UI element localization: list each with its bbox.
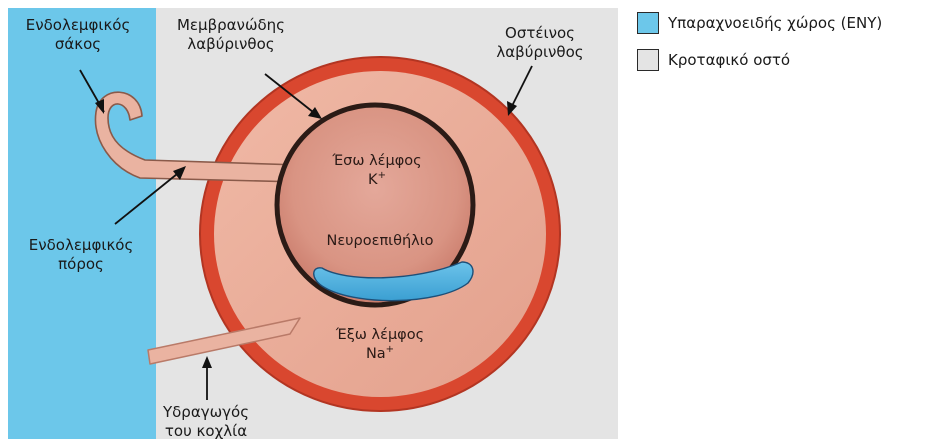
label-bony-labyrinth: Οστέινος λαβύρινθος	[488, 24, 592, 62]
legend-item-temporal-bone: Κροταφικό οστό	[637, 48, 790, 72]
legend-swatch-subarachnoid	[637, 12, 659, 34]
endolymph-ion: K+	[327, 171, 427, 191]
label-membranous-labyrinth: Μεμβρανώδης λαβύρινθος	[170, 16, 292, 54]
legend-item-subarachnoid: Υπαραχνοειδής χώρος (ENY)	[637, 11, 882, 35]
legend-label-subarachnoid: Υπαραχνοειδής χώρος (ENY)	[668, 14, 882, 32]
label-endolymph: Έσω λέμφος K+	[327, 152, 427, 191]
perilymph-ion: Na+	[330, 345, 430, 365]
legend-label-temporal-bone: Κροταφικό οστό	[668, 51, 790, 69]
label-endolymphatic-sac: Ενδολεμφικός σάκος	[22, 16, 134, 54]
legend-swatch-temporal-bone	[637, 49, 659, 71]
label-cochlear-aqueduct: Υδραγωγός του κοχλία	[160, 403, 252, 441]
label-endolymphatic-duct: Ενδολεμφικός πόρος	[22, 236, 140, 274]
label-perilymph: Έξω λέμφος Na+	[330, 326, 430, 365]
label-neuroepithelium: Νευροεπιθήλιο	[325, 232, 435, 251]
